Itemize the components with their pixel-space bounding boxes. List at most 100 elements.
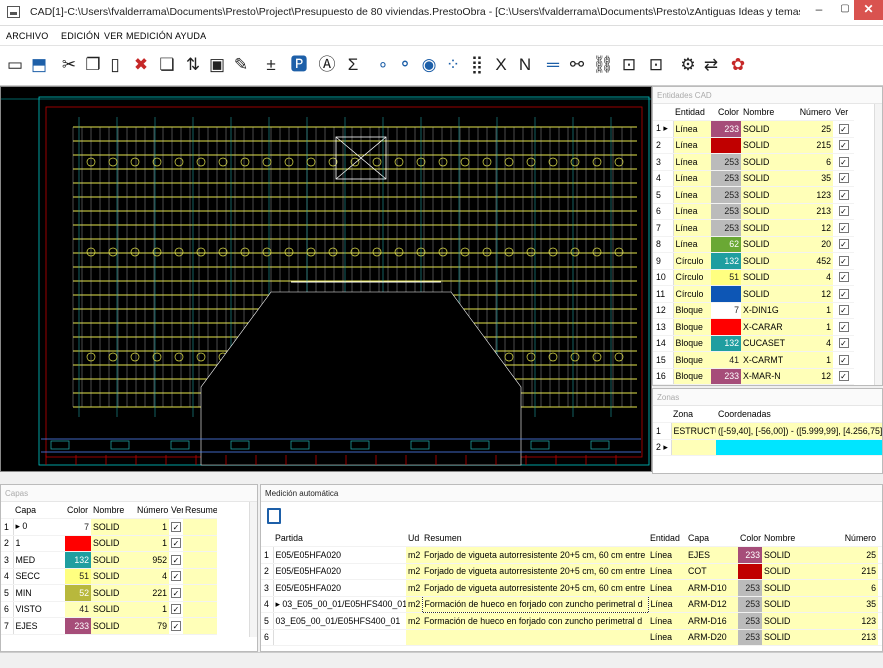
new-measurement-icon[interactable]	[267, 508, 281, 524]
ver-cell[interactable]: ✓	[169, 535, 183, 552]
entidad-cell[interactable]: Línea	[648, 596, 686, 613]
entidad-cell[interactable]: Línea	[673, 186, 711, 204]
capas-scrollbar[interactable]	[249, 502, 257, 637]
nombre-cell[interactable]: SOLID	[91, 584, 135, 602]
col-capa[interactable]: Capa	[686, 530, 738, 547]
checkbox-ver[interactable]: ✓	[171, 521, 181, 532]
nombre-cell[interactable]: SOLID	[741, 170, 791, 187]
resumen-cell[interactable]	[183, 584, 217, 602]
partida-cell[interactable]: E05/E05HFA020	[273, 579, 406, 597]
ver-cell[interactable]: ✓	[833, 170, 854, 187]
col-partida[interactable]: Partida	[273, 530, 406, 547]
entidad-cell[interactable]: Línea	[673, 137, 711, 154]
capa-cell[interactable]: ARM-D10	[686, 579, 738, 597]
col-ver[interactable]: Ver	[169, 502, 183, 519]
col-entidad[interactable]: Entidad	[648, 530, 686, 547]
menu-medicion[interactable]: MEDICIÓN	[126, 31, 173, 41]
chain-icon[interactable]: ⚯	[569, 55, 585, 74]
checkbox-ver[interactable]: ✓	[838, 255, 849, 266]
entidad-cell[interactable]: Línea	[648, 546, 686, 564]
numero-cell[interactable]: 1	[135, 535, 169, 552]
numero-cell[interactable]: 35	[791, 170, 833, 187]
ver-cell[interactable]: ✓	[833, 269, 854, 286]
nombre-cell[interactable]: SOLID	[762, 579, 806, 597]
capa-cell[interactable]: EJES	[13, 617, 65, 635]
entidad-cell[interactable]: Círculo	[673, 269, 711, 286]
entidad-cell[interactable]: Línea	[648, 629, 686, 646]
entidad-cell[interactable]: Círculo	[673, 285, 711, 303]
ver-cell[interactable]: ✓	[833, 120, 854, 138]
polyline-icon[interactable]: ⛓	[592, 55, 614, 74]
ver-cell[interactable]: ✓	[169, 568, 183, 585]
numero-cell[interactable]: 35	[806, 596, 878, 613]
entidad-cell[interactable]: Línea	[673, 236, 711, 253]
entidad-cell[interactable]: Línea	[648, 612, 686, 630]
pencil-icon[interactable]: ✎	[233, 55, 249, 74]
resumen-cell[interactable]	[422, 629, 648, 646]
minimize-button[interactable]: –	[815, 2, 823, 16]
zonas-row[interactable]: 2 ▸	[653, 439, 882, 456]
capa-cell[interactable]: COT	[686, 563, 738, 580]
ver-cell[interactable]: ✓	[833, 153, 854, 171]
arrows-icon[interactable]: ⇄	[703, 55, 719, 74]
ver-cell[interactable]: ✓	[169, 601, 183, 618]
layer-icon[interactable]: ⇅	[185, 55, 201, 74]
numero-cell[interactable]: 952	[135, 551, 169, 569]
checkbox-ver[interactable]: ✓	[171, 604, 181, 615]
numero-cell[interactable]: 25	[791, 120, 833, 138]
checkbox-ver[interactable]: ✓	[838, 239, 849, 250]
fill-icon[interactable]: ▣	[208, 55, 226, 74]
nombre-cell[interactable]: SOLID	[91, 601, 135, 618]
numero-cell[interactable]: 1	[791, 351, 833, 369]
ver-cell[interactable]: ✓	[833, 186, 854, 204]
nombre-cell[interactable]: SOLID	[762, 563, 806, 580]
numero-cell[interactable]: 1	[791, 302, 833, 319]
delete-icon[interactable]: ✖	[133, 55, 149, 74]
checkbox-ver[interactable]: ✓	[838, 173, 849, 184]
ver-cell[interactable]: ✓	[833, 368, 854, 385]
nombre-cell[interactable]: SOLID	[91, 617, 135, 635]
capa-cell[interactable]: ARM-D16	[686, 612, 738, 630]
ver-cell[interactable]: ✓	[833, 252, 854, 270]
ver-cell[interactable]: ✓	[169, 518, 183, 536]
nombre-cell[interactable]: SOLID	[91, 551, 135, 569]
resumen-cell[interactable]	[183, 568, 217, 585]
partida-cell[interactable]: ▸ 03_E05_00_01/E05HFS400_01	[273, 596, 406, 613]
checkbox-ver[interactable]: ✓	[171, 554, 181, 565]
checkbox-ver[interactable]: ✓	[171, 587, 181, 598]
settings-icon[interactable]: ⚙	[680, 55, 696, 74]
resumen-cell[interactable]	[183, 601, 217, 618]
col-ver[interactable]: Ver	[833, 104, 854, 121]
partida-cell[interactable]	[273, 629, 406, 646]
checkbox-ver[interactable]: ✓	[838, 123, 849, 134]
col-color[interactable]: Color	[738, 530, 762, 547]
nombre-cell[interactable]: SOLID	[762, 629, 806, 646]
paste-icon[interactable]: ▯	[110, 55, 120, 74]
capa-cell[interactable]: ARM-D20	[686, 629, 738, 646]
entidad-cell[interactable]: Círculo	[673, 252, 711, 270]
checkbox-ver[interactable]: ✓	[838, 189, 849, 200]
coordenadas-cell[interactable]: ([-59,40], [-56,00]) - ([5.999,99], [4.2…	[716, 422, 882, 440]
capa-cell[interactable]: MED	[13, 551, 65, 569]
nombre-cell[interactable]: SOLID	[91, 518, 135, 536]
bug-icon[interactable]: ✿	[730, 55, 746, 74]
ud-cell[interactable]: m2	[406, 612, 422, 630]
entidad-cell[interactable]: Bloque	[673, 318, 711, 336]
nombre-cell[interactable]: CUCASET	[741, 335, 791, 352]
ver-cell[interactable]: ✓	[833, 351, 854, 369]
nombre-cell[interactable]: SOLID	[762, 612, 806, 630]
numero-cell[interactable]: 213	[791, 203, 833, 220]
checkbox-ver[interactable]: ✓	[838, 321, 849, 332]
